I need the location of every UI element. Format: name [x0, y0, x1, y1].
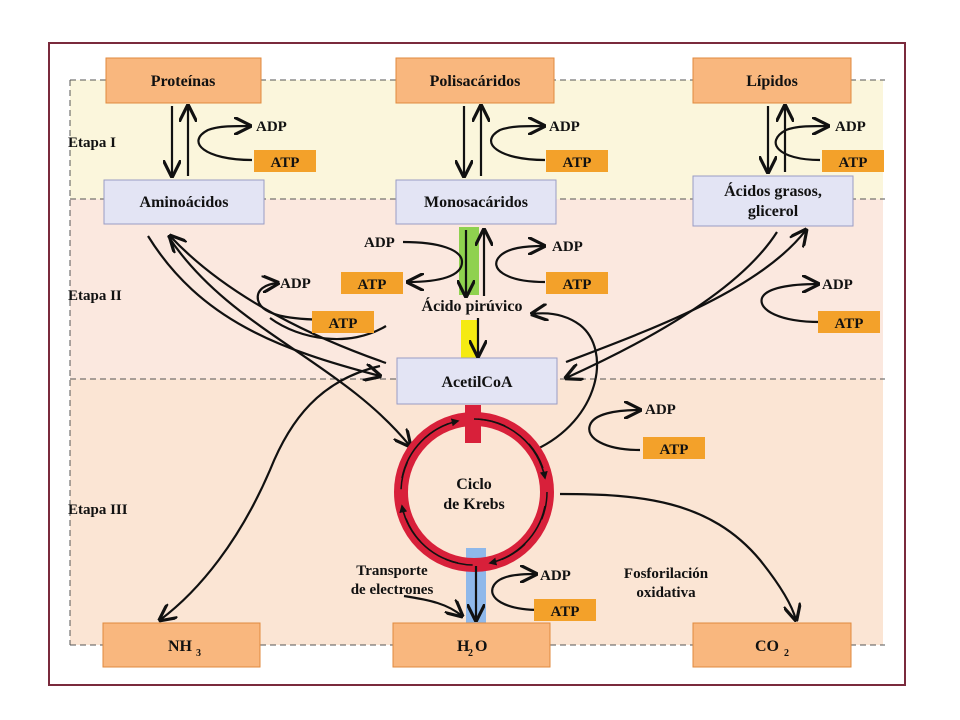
- atp-tag-s3-bottom-label: ATP: [551, 604, 580, 620]
- stage1-label: Etapa I: [68, 135, 116, 151]
- adp-label-s2-right: ADP: [552, 239, 583, 255]
- transporte-label-1: Transporte: [356, 563, 428, 579]
- adp-label-s1-lipid: ADP: [835, 119, 866, 135]
- atp-tag-s1-lipid: ATP: [822, 150, 884, 172]
- adp-label-s2-lipid: ADP: [822, 277, 853, 293]
- stage1-arrows: [172, 106, 828, 176]
- box-polisacaridos-label: Polisacáridos: [430, 73, 521, 90]
- atp-tag-s2-right-label: ATP: [563, 277, 592, 293]
- adp-label-s3-right: ADP: [645, 402, 676, 418]
- atp-tag-s1-protein-label: ATP: [271, 155, 300, 171]
- box-lipidos: Lípidos: [692, 57, 852, 104]
- atp-tag-s2-amino: ATP: [312, 311, 374, 333]
- green-band: [459, 227, 479, 295]
- adp-label-s3-bottom: ADP: [540, 568, 571, 584]
- atp-tag-s3-right: ATP: [643, 437, 705, 459]
- atp-tag-s1-protein: ATP: [254, 150, 316, 172]
- h2o-o: O: [475, 638, 487, 655]
- box-acidos-label-1: Ácidos grasos,: [724, 181, 822, 200]
- box-proteinas: Proteínas: [105, 57, 262, 104]
- fosforilacion-label-2: oxidativa: [636, 585, 696, 601]
- stage3-arrows: [160, 313, 796, 620]
- atp-tag-s3-bottom: ATP: [534, 599, 596, 621]
- box-polisacaridos: Polisacáridos: [395, 57, 555, 104]
- krebs-cycle: Ciclo de Krebs: [394, 412, 554, 572]
- atp-tag-s2-lipid: ATP: [818, 311, 880, 333]
- atp-tag-s1-lipid-label: ATP: [839, 155, 868, 171]
- box-lipidos-label: Lípidos: [746, 73, 798, 90]
- acido-piruvico-label: Ácido pirúvico: [422, 296, 523, 315]
- box-acidos-label-2: glicerol: [748, 203, 799, 220]
- box-proteinas-label: Proteínas: [151, 73, 216, 90]
- box-co2: CO 2: [692, 622, 852, 668]
- atp-tag-s2-right: ATP: [546, 272, 608, 294]
- co2-label: CO: [755, 638, 779, 655]
- co2-subscript: 2: [784, 648, 789, 659]
- diagram-frame: [48, 42, 906, 686]
- atp-tag-s3-right-label: ATP: [660, 442, 689, 458]
- atp-tag-s1-poly-label: ATP: [563, 155, 592, 171]
- fosforilacion-label-1: Fosforilación: [624, 566, 709, 582]
- h2o-subscript: 2: [468, 648, 473, 659]
- box-acidos-grasos: Ácidos grasos, glicerol: [692, 175, 854, 227]
- krebs-label-2: de Krebs: [443, 496, 504, 513]
- box-monosacaridos-label: Monosacáridos: [424, 194, 528, 211]
- box-h2o: H 2 O: [392, 622, 551, 668]
- nh3-subscript: 3: [196, 648, 201, 659]
- box-monosacaridos: Monosacáridos: [395, 179, 557, 225]
- atp-tag-s2-amino-label: ATP: [329, 316, 358, 332]
- h2o-h: H: [457, 638, 470, 655]
- krebs-label-1: Ciclo: [456, 476, 492, 493]
- nh3-label: NH: [168, 638, 193, 655]
- adp-label-s1-protein: ADP: [256, 119, 287, 135]
- adp-label-s1-poly: ADP: [549, 119, 580, 135]
- box-acetilcoa-label: AcetilCoA: [441, 374, 513, 391]
- stage3-label: Etapa III: [68, 502, 128, 518]
- atp-tag-s1-poly: ATP: [546, 150, 608, 172]
- adp-label-s2-left-in: ADP: [364, 235, 395, 251]
- box-aminoacidos-label: Aminoácidos: [140, 194, 229, 211]
- atp-tag-s2-left: ATP: [341, 272, 403, 294]
- transporte-label-2: de electrones: [351, 582, 434, 598]
- atp-tag-s2-left-label: ATP: [358, 277, 387, 293]
- atp-tag-s2-lipid-label: ATP: [835, 316, 864, 332]
- box-acetilcoa: AcetilCoA: [396, 357, 558, 405]
- box-aminoacidos: Aminoácidos: [103, 179, 265, 225]
- stage2-arrows: [147, 230, 821, 446]
- yellow-band: [461, 320, 479, 360]
- stage2-label: Etapa II: [68, 288, 122, 304]
- box-nh3: NH 3: [102, 622, 261, 668]
- adp-label-s2-amino: ADP: [280, 276, 311, 292]
